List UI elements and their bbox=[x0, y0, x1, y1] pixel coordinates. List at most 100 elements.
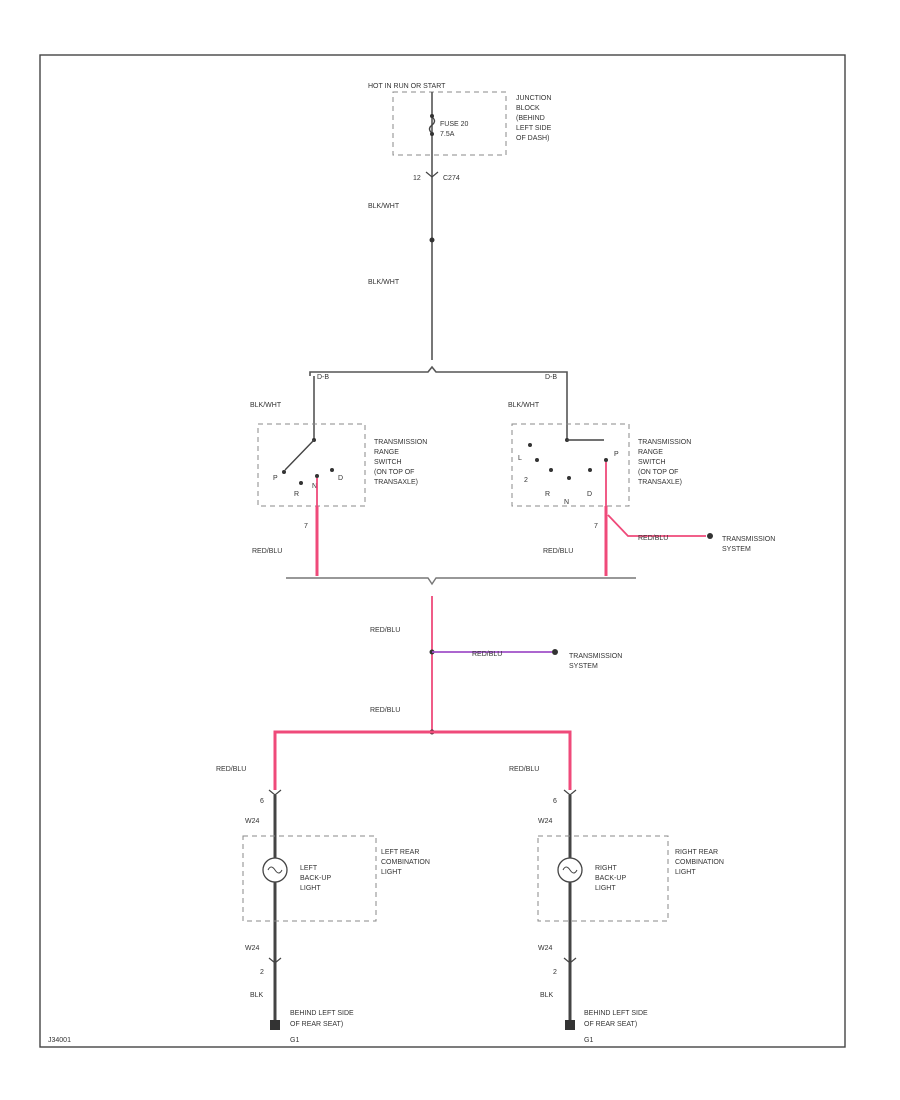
left-switch-contact-r bbox=[299, 481, 303, 485]
right-switch-out-label: RED/BLU bbox=[543, 548, 573, 555]
right-ground-id: G1 bbox=[584, 1037, 593, 1044]
right-lamp-label-3: LIGHT bbox=[595, 885, 616, 892]
right-light-conn-bot: W24 bbox=[538, 945, 553, 952]
middle-wire-label-1: RED/BLU bbox=[370, 627, 400, 634]
tail-light-feed-wire bbox=[273, 730, 572, 790]
fuse-node-top bbox=[430, 114, 434, 118]
diagram-frame bbox=[39, 54, 846, 1048]
left-ground-id: G1 bbox=[290, 1037, 299, 1044]
left-lamp-label-1: LEFT bbox=[300, 865, 318, 872]
right-branch-dest-1: TRANSMISSION bbox=[722, 536, 775, 543]
left-switch-label-3: SWITCH bbox=[374, 459, 402, 466]
right-switch-contact-p bbox=[604, 458, 608, 462]
diagram-code: J34001 bbox=[48, 1037, 71, 1044]
connector-c274 bbox=[425, 171, 439, 178]
left-switch-label-5: TRANSAXLE) bbox=[374, 479, 418, 486]
fuse-label-2: 7.5A bbox=[440, 131, 455, 138]
left-light-wire-in: RED/BLU bbox=[216, 766, 246, 773]
split-label-left: D-B bbox=[317, 374, 329, 381]
left-ground-label-1: BEHIND LEFT SIDE bbox=[290, 1010, 354, 1017]
right-switch-contact-r bbox=[549, 468, 553, 472]
right-switch-pos-p: P bbox=[614, 451, 619, 458]
split-label-right: D-B bbox=[545, 374, 557, 381]
right-light-wire-out: BLK bbox=[540, 992, 554, 999]
junction-label-4: LEFT SIDE bbox=[516, 125, 552, 132]
left-ground-icon bbox=[270, 1020, 280, 1030]
right-assembly-label-2: COMBINATION bbox=[675, 859, 724, 866]
left-bulb-filament bbox=[267, 866, 283, 874]
left-light-conn-top: W24 bbox=[245, 818, 260, 825]
junction-block-box bbox=[392, 91, 507, 156]
fuse-node-bottom bbox=[430, 132, 434, 136]
left-light-pin-top: 6 bbox=[260, 798, 264, 805]
right-switch-contact-l bbox=[528, 443, 532, 447]
splice-top bbox=[429, 237, 435, 243]
junction-label-5: OF DASH) bbox=[516, 135, 549, 142]
right-light-box bbox=[537, 835, 669, 922]
right-assembly-label-1: RIGHT REAR bbox=[675, 849, 718, 856]
wire-label-blkwht-2: BLK/WHT bbox=[368, 279, 400, 286]
right-switch-label-4: (ON TOP OF bbox=[638, 469, 678, 476]
left-switch-pos-r: R bbox=[294, 491, 299, 498]
left-light-box bbox=[242, 835, 377, 922]
c274-pin: 12 bbox=[413, 175, 421, 182]
fuse-symbol bbox=[428, 116, 436, 134]
left-ground-label-2: OF REAR SEAT) bbox=[290, 1021, 343, 1028]
left-assembly-label-1: LEFT REAR bbox=[381, 849, 419, 856]
left-switch-out-label: RED/BLU bbox=[252, 548, 282, 555]
left-switch-contact-n bbox=[315, 474, 319, 478]
left-switch-contact-d bbox=[330, 468, 334, 472]
left-switch-label-4: (ON TOP OF bbox=[374, 469, 414, 476]
left-switch-contact-p bbox=[282, 470, 286, 474]
left-lamp-label-2: BACK-UP bbox=[300, 875, 331, 882]
left-switch-pin: 7 bbox=[304, 523, 308, 530]
right-switch-label-3: SWITCH bbox=[638, 459, 666, 466]
left-light-wire-out: BLK bbox=[250, 992, 264, 999]
right-switch-pos-d: D bbox=[587, 491, 592, 498]
right-switch-contact-d bbox=[588, 468, 592, 472]
junction-label-1: JUNCTION bbox=[516, 95, 551, 102]
left-switch-box bbox=[257, 423, 366, 507]
middle-branch-arrow bbox=[552, 649, 558, 655]
right-switch-branch-arrow bbox=[707, 533, 713, 539]
middle-branch-dest-2: SYSTEM bbox=[569, 663, 598, 670]
left-switch-pos-d: D bbox=[338, 475, 343, 482]
left-light-bottom-connector bbox=[268, 957, 282, 964]
right-switch-label-5: TRANSAXLE) bbox=[638, 479, 682, 486]
right-switch-pos-l: L bbox=[518, 455, 522, 462]
left-lamp-label-3: LIGHT bbox=[300, 885, 321, 892]
middle-branch-label: RED/BLU bbox=[472, 651, 502, 658]
supply-label: HOT IN RUN OR START bbox=[368, 83, 446, 90]
right-switch-wire-label: BLK/WHT bbox=[508, 402, 540, 409]
right-switch-pin: 7 bbox=[594, 523, 598, 530]
right-light-conn-top: W24 bbox=[538, 818, 553, 825]
right-ground-icon bbox=[565, 1020, 575, 1030]
right-branch-dest-2: SYSTEM bbox=[722, 546, 751, 553]
junction-label-3: (BEHIND bbox=[516, 115, 545, 122]
split-bracket bbox=[309, 365, 568, 376]
right-assembly-label-3: LIGHT bbox=[675, 869, 696, 876]
right-switch-contact-2 bbox=[535, 458, 539, 462]
right-switch-branch-wire bbox=[607, 514, 706, 537]
right-switch-pos-n: N bbox=[564, 499, 569, 506]
left-assembly-label-2: COMBINATION bbox=[381, 859, 430, 866]
right-light-top-connector bbox=[563, 789, 577, 796]
merge-bracket bbox=[286, 577, 636, 586]
left-switch-label-1: TRANSMISSION bbox=[374, 439, 427, 446]
right-lamp-label-2: BACK-UP bbox=[595, 875, 626, 882]
middle-branch-dest-1: TRANSMISSION bbox=[569, 653, 622, 660]
junction-label-2: BLOCK bbox=[516, 105, 540, 112]
right-light-pin-top: 6 bbox=[553, 798, 557, 805]
left-light-conn-bot: W24 bbox=[245, 945, 260, 952]
right-switch-label-2: RANGE bbox=[638, 449, 663, 456]
right-ground-label-2: OF REAR SEAT) bbox=[584, 1021, 637, 1028]
left-assembly-label-3: LIGHT bbox=[381, 869, 402, 876]
right-light-wire-in: RED/BLU bbox=[509, 766, 539, 773]
right-switch-box bbox=[511, 423, 630, 507]
left-light-pin-bot: 2 bbox=[260, 969, 264, 976]
left-switch-arm bbox=[284, 439, 315, 471]
right-light-bottom-connector bbox=[563, 957, 577, 964]
left-light-top-connector bbox=[268, 789, 282, 796]
fuse-label-1: FUSE 20 bbox=[440, 121, 469, 128]
